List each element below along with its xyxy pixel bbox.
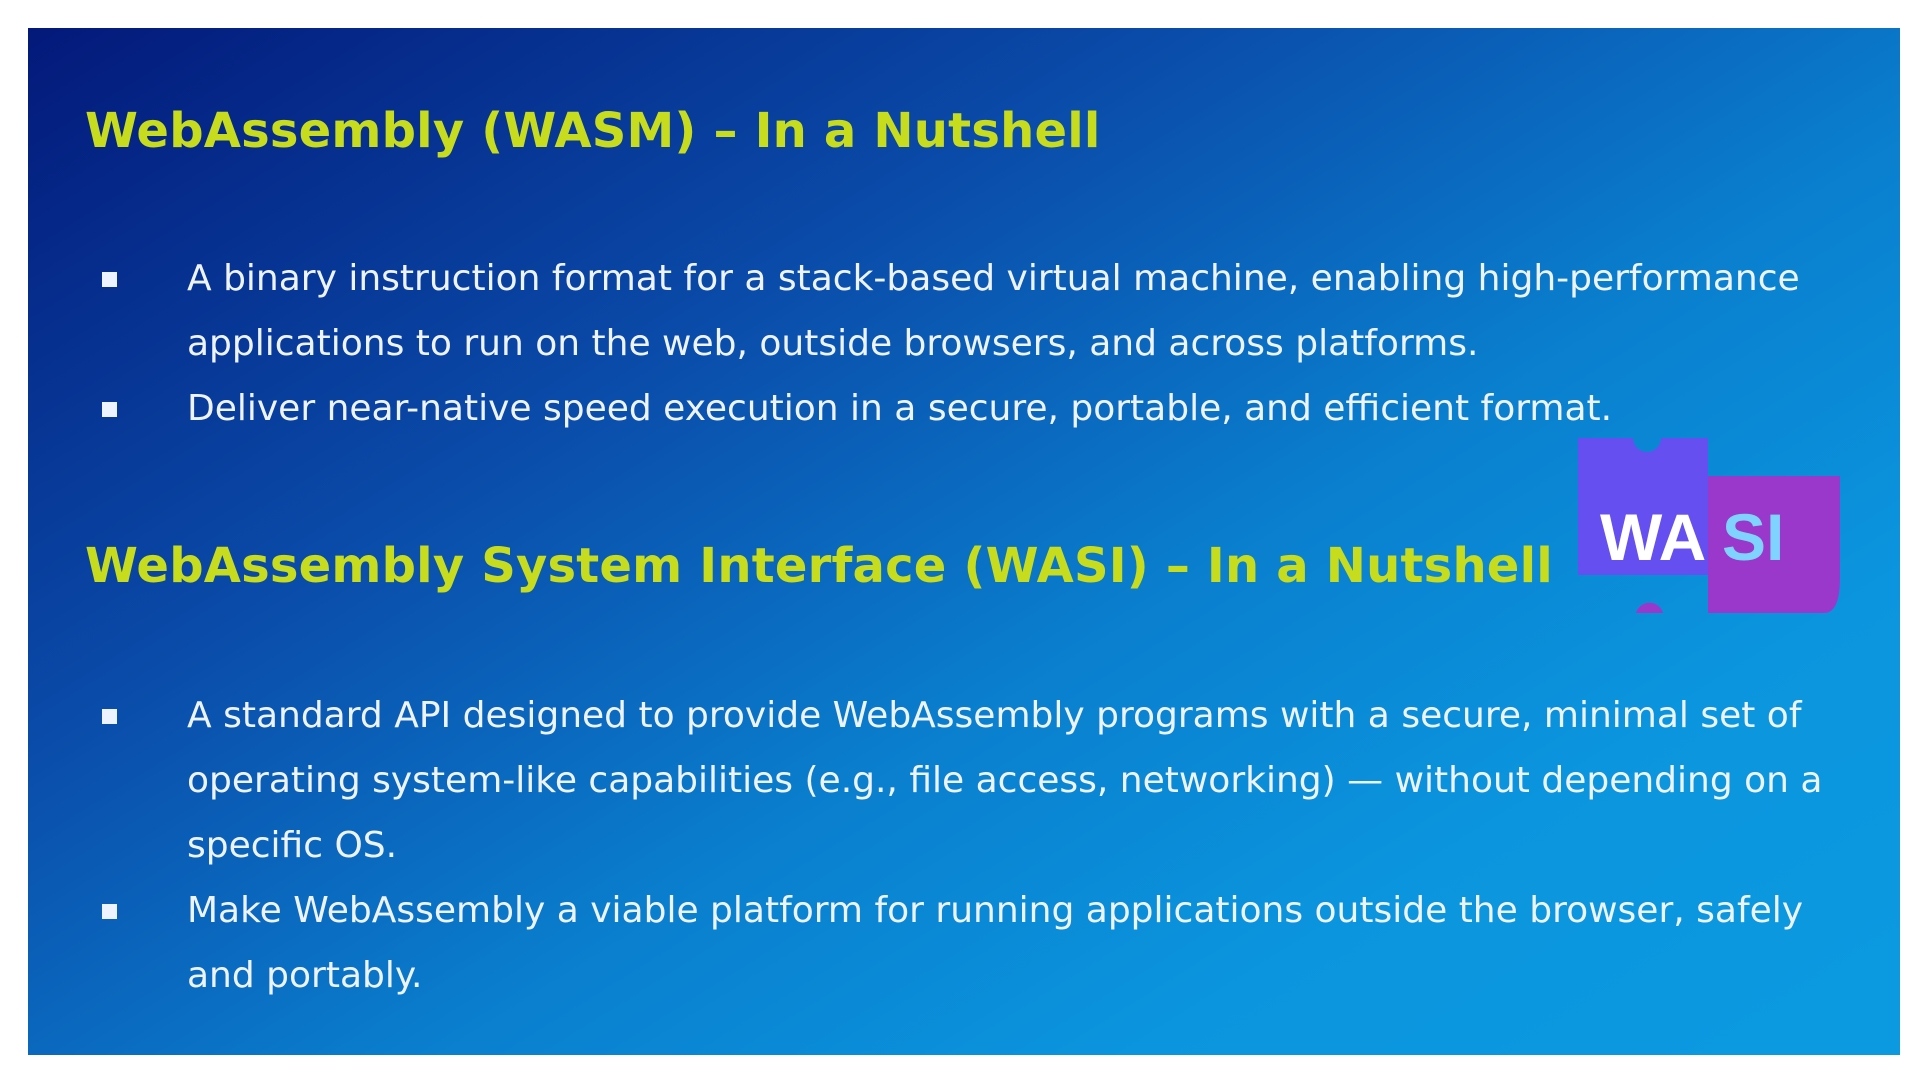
bullet-text: Make WebAssembly a viable platform for r… [187,890,1804,996]
wasi-logo-right-block [1636,476,1840,613]
wasi-bullet-list: A standard API designed to provide WebAs… [85,683,1865,1008]
wasi-logo-si-text: SI [1722,500,1784,574]
wasm-heading: WebAssembly (WASM) – In a Nutshell [85,103,1101,159]
square-bullet-icon [102,272,117,287]
bullet-item: Deliver near-native speed execution in a… [85,376,1865,441]
bullet-item: Make WebAssembly a viable platform for r… [85,878,1865,1008]
wasi-logo: WA SI [1578,438,1840,613]
bullet-text: A standard API designed to provide WebAs… [187,695,1823,866]
wasm-bullet-list: A binary instruction format for a stack-… [85,246,1865,441]
square-bullet-icon [102,904,117,919]
bullet-text: Deliver near-native speed execution in a… [187,388,1613,429]
square-bullet-icon [102,402,117,417]
bullet-item: A standard API designed to provide WebAs… [85,683,1865,878]
square-bullet-icon [102,709,117,724]
wasi-logo-left-block [1578,438,1708,575]
bullet-text: A binary instruction format for a stack-… [187,258,1800,364]
wasi-heading: WebAssembly System Interface (WASI) – In… [85,538,1553,594]
slide: WebAssembly (WASM) – In a Nutshell A bin… [28,28,1900,1055]
wasi-logo-wa-text: WA [1600,500,1706,574]
bullet-item: A binary instruction format for a stack-… [85,246,1865,376]
